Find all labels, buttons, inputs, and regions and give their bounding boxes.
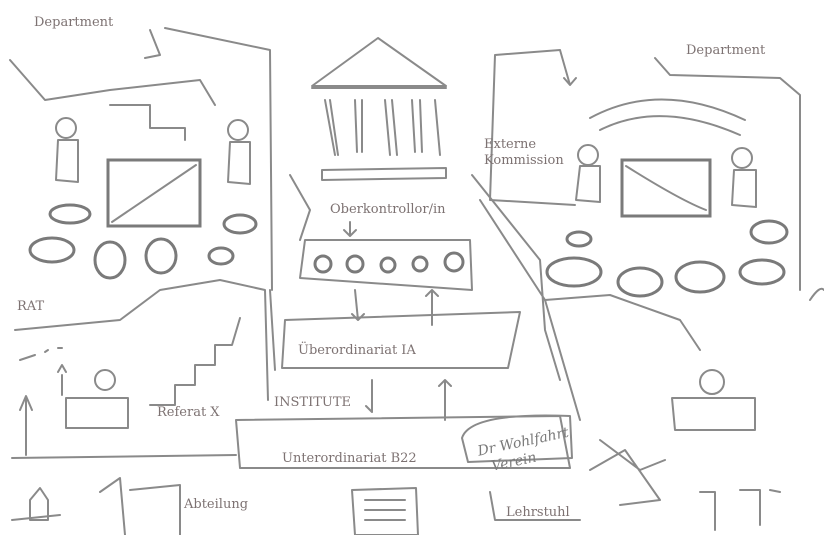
label-institute: INSTITUTE [274,395,352,410]
label-oberkontrollor: Oberkontrollor/in [330,202,446,218]
oberkontrollor-suffix: /in [428,202,446,217]
label-externe-kommission: Externe Kommission [484,137,564,168]
label-department-left: Department [34,15,114,30]
unterordinariat-box [235,415,571,469]
right-department-room [489,49,824,531]
label-abteilung: Abteilung [184,497,249,512]
label-referat: Referat X [157,405,220,420]
left-department-room [9,27,273,291]
oberkontrollor-board [299,221,473,326]
label-rat: RAT [17,299,45,314]
oberkontrollor-text: Oberkontrollor [330,202,429,217]
building-icon [311,37,447,181]
label-lehrstuhl: Lehrstuhl [506,505,570,520]
label-department-right: Department [686,43,766,58]
label-ueberordinariat: Überordinariat IA [298,343,416,358]
ueberordinariat-box [281,311,521,369]
label-unterordinariat: Unterordinariat B22 [282,451,417,466]
